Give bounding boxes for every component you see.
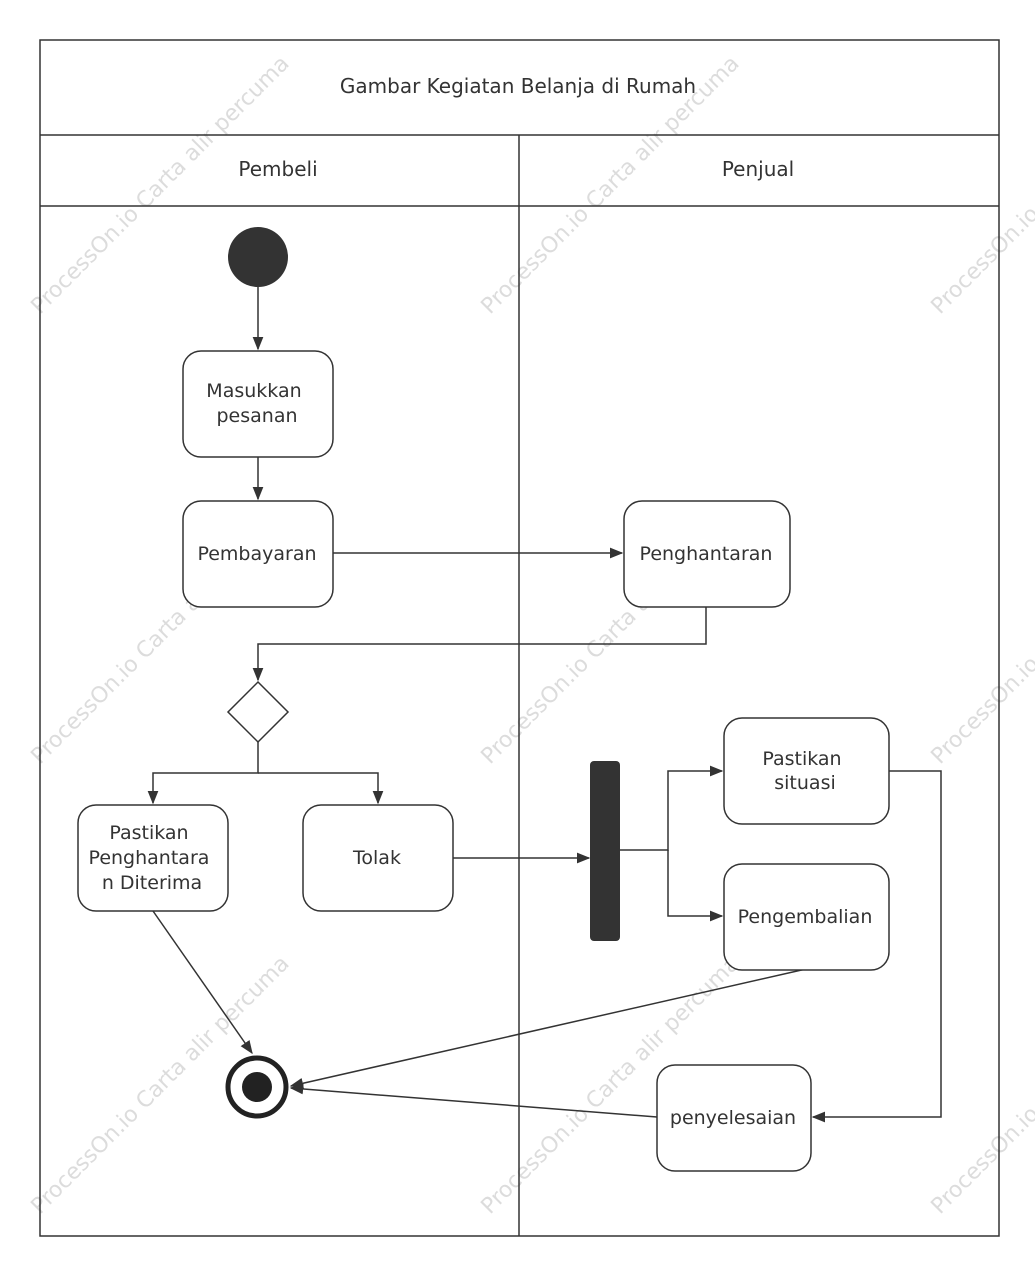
node-masukkan-pesanan: Masukkan pesanan — [182, 350, 334, 458]
edge-fork-to-situasi — [620, 765, 724, 851]
watermark-text: ProcessOn.io Carta alir percuma — [927, 51, 1035, 319]
activity-box — [656, 1064, 812, 1172]
activity-box — [723, 863, 890, 971]
diagram-title: Gambar Kegiatan Belanja di Rumah — [340, 74, 696, 98]
node-label-line: Pastikan — [109, 822, 188, 844]
node-label-line: Tolak — [352, 847, 401, 869]
watermark-text: ProcessOn.io Carta alir percuma — [927, 501, 1035, 769]
node-label-line: Masukkan — [206, 380, 301, 402]
node-penghantaran: Penghantaran — [623, 500, 791, 608]
node-label-line: Penghantaran — [640, 543, 773, 565]
node-pastikan-penghantaran: Pastikan Penghantara n Diterima — [77, 804, 229, 912]
node-pembayaran: Pembayaran — [182, 500, 334, 608]
edge-decision-to-pastikan — [147, 742, 259, 805]
edge-penghantaran-to-decision — [252, 607, 707, 682]
node-label-line: Pembayaran — [197, 543, 316, 565]
node-label-line: n Diterima — [102, 872, 202, 894]
lane-label-penjual: Penjual — [722, 157, 794, 181]
lane-label-pembeli: Pembeli — [238, 157, 317, 181]
node-label: Pengembalian — [738, 906, 873, 928]
node-label-line: Penghantara — [89, 847, 210, 869]
end-node-core — [242, 1072, 272, 1102]
start-node — [228, 227, 288, 287]
edge-pengembalian-to-end — [289, 968, 807, 1089]
decision-node — [226, 680, 290, 744]
activity-box — [302, 804, 454, 912]
node-pastikan-situasi: Pastikan situasi — [723, 717, 890, 825]
activity-box — [723, 717, 890, 825]
node-label-line: pesanan — [216, 405, 297, 427]
activity-box — [77, 804, 229, 912]
node-tolak: Tolak — [302, 804, 454, 912]
activity-box — [182, 500, 334, 608]
node-label: Pastikan situasi — [762, 748, 847, 794]
node-label-line: Pengembalian — [738, 906, 873, 928]
node-penyelesaian: penyelesaian — [656, 1064, 812, 1172]
edge-situasi-to-penyelesaian — [811, 770, 942, 1123]
node-label: Penghantaran — [640, 543, 773, 565]
end-node — [225, 1055, 289, 1119]
watermark-text: ProcessOn.io Carta alir percuma — [927, 951, 1035, 1219]
node-label-line: penyelesaian — [670, 1107, 796, 1129]
node-label: Pastikan Penghantara n Diterima — [89, 822, 216, 894]
activity-box — [623, 500, 791, 608]
watermark-layer: ProcessOn.io Carta alir percuma ProcessO… — [27, 51, 1035, 1219]
node-label: Pembayaran — [197, 543, 316, 565]
edge-penyelesaian-to-end — [289, 1083, 658, 1118]
activity-box — [182, 350, 334, 458]
edges — [147, 287, 942, 1123]
edge-decision-to-tolak — [258, 772, 384, 805]
node-label: Masukkan pesanan — [206, 380, 307, 427]
node-label: Tolak — [352, 847, 401, 869]
node-label-line: Pastikan — [762, 748, 841, 770]
node-label: penyelesaian — [670, 1107, 796, 1129]
fork-bar — [590, 761, 620, 941]
node-pengembalian: Pengembalian — [723, 863, 890, 971]
swimlane-frame — [39, 39, 1000, 1237]
edge-fork-to-pengembalian — [667, 850, 724, 922]
node-label-line: situasi — [774, 772, 836, 794]
edge-pastikan-to-end — [152, 910, 253, 1055]
